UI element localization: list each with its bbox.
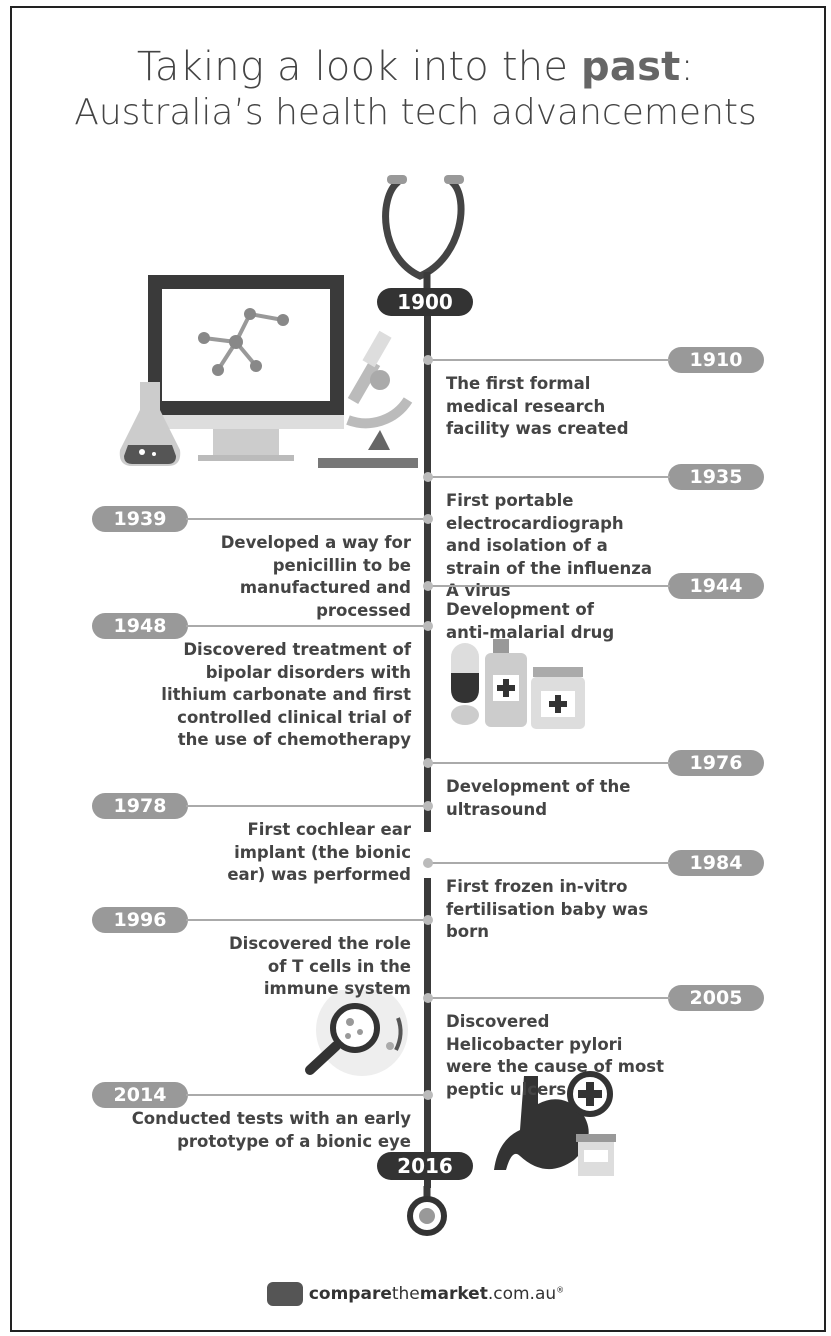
end-year-pill: 2016 (377, 1152, 473, 1180)
event-text-2005: Discovered Helicobacter pylori were the … (446, 1012, 664, 1099)
event-text-1939: Developed a way for penicillin to be man… (220, 533, 411, 620)
connector-1976 (430, 762, 670, 764)
year-pill-1944: 1944 (668, 573, 764, 599)
magnifier-icon (305, 990, 408, 1076)
timeline-dot-1948 (423, 621, 433, 631)
stomach-icon (494, 1071, 616, 1176)
connector-1944 (430, 585, 670, 587)
connector-1939 (186, 518, 426, 520)
event-text-1978: First cochlear ear implant (the bionic e… (227, 820, 411, 884)
year-pill-2014: 2014 (92, 1082, 188, 1108)
connector-1978 (186, 805, 426, 807)
connector-1948 (186, 625, 426, 627)
timeline-dot-1935 (423, 472, 433, 482)
timeline-dot-1939 (423, 514, 433, 524)
timeline-dot-1984 (423, 858, 433, 868)
event-text-1976: Development of the ultrasound (446, 777, 631, 819)
timeline-dot-1944 (423, 581, 433, 591)
medicine-icon (451, 639, 585, 729)
timeline-spine (424, 312, 431, 832)
timeline-dot-2014 (423, 1090, 433, 1100)
timeline-dot-1978 (423, 801, 433, 811)
year-pill-1939: 1939 (92, 506, 188, 532)
connector-1910 (430, 359, 670, 361)
timeline-end-icon (407, 1186, 447, 1236)
computer-lab-icon (119, 275, 418, 468)
event-text-1935: First portable electrocardiograph and is… (446, 491, 653, 600)
event-text-2014: Conducted tests with an early prototype … (131, 1109, 411, 1151)
timeline-dot-1976 (423, 758, 433, 768)
title-line-2: Australia’s health tech advancements (74, 92, 757, 133)
year-pill-1996: 1996 (92, 907, 188, 933)
year-pill-1948: 1948 (92, 613, 188, 639)
logo-mark-icon (266, 1282, 303, 1306)
timeline-spine-lower (424, 878, 431, 1188)
event-text-1996: Discovered the role of T cells in the im… (228, 934, 411, 998)
connector-2005 (430, 997, 670, 999)
year-pill-1976: 1976 (668, 750, 764, 776)
timeline-dot-1996 (423, 915, 433, 925)
infographic-frame (10, 6, 826, 1332)
start-year-pill: 1900 (377, 288, 473, 316)
connector-1996 (186, 919, 426, 921)
title-line-1: Taking a look into the past: (136, 44, 695, 90)
year-pill-1978: 1978 (92, 793, 188, 819)
event-text-1944: Development of anti-malarial drug (446, 600, 615, 642)
event-text-1948: Discovered treatment of bipolar disorder… (161, 640, 411, 749)
year-pill-2005: 2005 (668, 985, 764, 1011)
comparethemarket-logo: comparethemarket.com.au® (0, 1282, 831, 1306)
event-text-1984: First frozen in-vitro fertilisation baby… (446, 877, 649, 941)
timeline-dot-2005 (423, 993, 433, 1003)
event-text-1910: The first formal medical research facili… (446, 374, 629, 438)
timeline-dot-1910 (423, 355, 433, 365)
year-pill-1935: 1935 (668, 464, 764, 490)
connector-2014 (186, 1094, 426, 1096)
connector-1984 (430, 862, 670, 864)
connector-1935 (430, 476, 670, 478)
year-pill-1910: 1910 (668, 347, 764, 373)
year-pill-1984: 1984 (668, 850, 764, 876)
